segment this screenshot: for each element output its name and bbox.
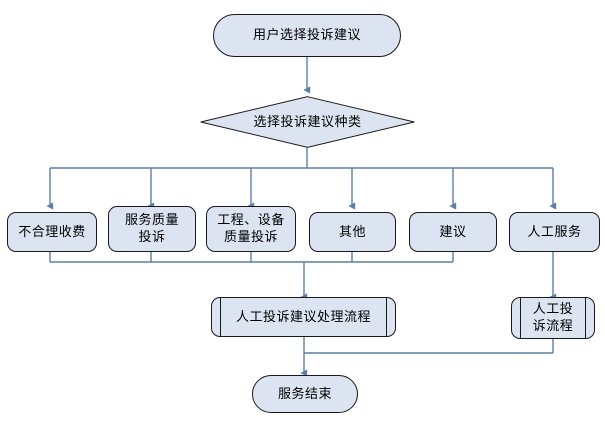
node-option-6[interactable]: 人工服务	[509, 212, 600, 252]
node-process-1-label: 人工投诉建议处理流程	[235, 309, 371, 325]
node-start-label: 用户选择投诉建议	[252, 28, 361, 43]
node-option-6-label: 人工服务	[527, 224, 582, 240]
node-option-3-label: 工程、设备 质量投诉	[217, 213, 285, 245]
node-option-1[interactable]: 不合理收费	[7, 212, 97, 252]
node-decision[interactable]: 选择投诉建议种类	[200, 96, 415, 148]
predef-bar-right	[386, 298, 387, 336]
node-process-2-label: 人工投 诉流程	[532, 302, 574, 334]
node-option-2[interactable]: 服务质量 投诉	[108, 206, 196, 252]
node-option-5-label: 建议	[439, 224, 467, 240]
node-decision-label: 选择投诉建议种类	[253, 114, 362, 130]
node-option-5[interactable]: 建议	[409, 212, 497, 252]
predef-bar-left	[520, 298, 521, 338]
node-end-label: 服务结束	[277, 386, 332, 402]
node-start[interactable]: 用户选择投诉建议	[213, 14, 401, 57]
node-process-1[interactable]: 人工投诉建议处理流程	[211, 297, 396, 337]
node-option-3[interactable]: 工程、设备 质量投诉	[206, 206, 296, 252]
node-option-2-label: 服务质量 投诉	[124, 213, 179, 245]
node-option-1-label: 不合理收费	[18, 224, 86, 240]
node-end[interactable]: 服务结束	[252, 375, 358, 413]
node-option-4-label: 其他	[338, 224, 366, 240]
diamond-shape	[200, 96, 415, 148]
node-option-4[interactable]: 其他	[309, 212, 396, 252]
predef-bar-right	[585, 298, 586, 338]
node-process-2[interactable]: 人工投 诉流程	[511, 297, 595, 339]
predef-bar-left	[220, 298, 221, 336]
